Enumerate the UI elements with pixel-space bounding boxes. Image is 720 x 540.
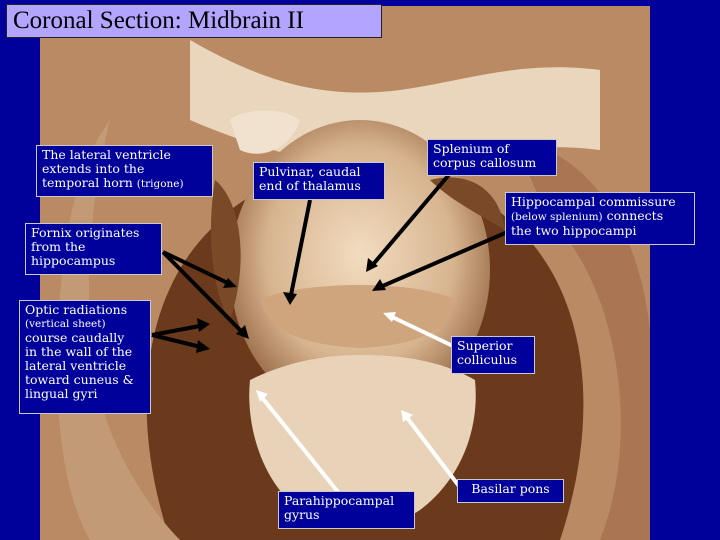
label-optic-radiations: Optic radiations (vertical sheet) course… xyxy=(19,300,151,414)
label-lateral-ventricle: The lateral ventricle extends into the t… xyxy=(36,145,213,197)
label-parahippocampal: Parahippocampal gyrus xyxy=(278,491,415,529)
label-fornix: Fornix originates from the hippocampus xyxy=(25,223,162,275)
label-splenium: Splenium of corpus callosum xyxy=(427,139,557,176)
page-title: Coronal Section: Midbrain II xyxy=(6,4,382,38)
label-hippocampal-commissure: Hippocampal commissure (below splenium) … xyxy=(505,192,695,245)
label-basilar-pons: Basilar pons xyxy=(457,479,564,503)
label-pulvinar: Pulvinar, caudal end of thalamus xyxy=(253,162,385,200)
label-superior-colliculus: Superior colliculus xyxy=(451,336,535,374)
